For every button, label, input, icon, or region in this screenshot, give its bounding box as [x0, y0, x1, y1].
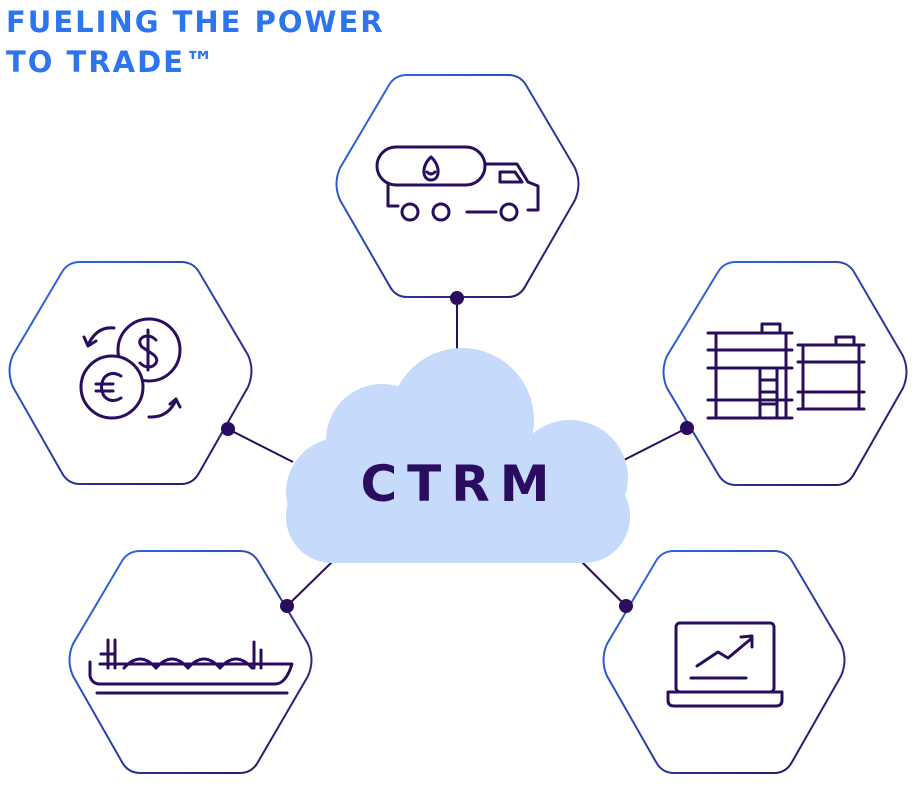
dot-left-upper — [221, 422, 235, 436]
ctrm-cloud — [286, 348, 630, 563]
tanker-ship-icon — [88, 638, 294, 695]
tanker-truck-icon — [375, 145, 540, 222]
dot-left-lower — [280, 599, 294, 613]
dot-right-lower — [619, 599, 633, 613]
hexagon-left-lower — [68, 550, 313, 774]
connector-left-lower — [286, 561, 333, 607]
laptop-chart-icon — [666, 621, 784, 708]
connector-right-upper — [619, 427, 688, 463]
headline: FUELING THE POWER TO TRADE™ — [6, 2, 385, 82]
storage-tanks-icon — [706, 322, 866, 420]
connector-dots — [221, 291, 694, 613]
connector-right-lower — [581, 561, 627, 607]
currency-exchange-icon — [79, 317, 182, 420]
headline-line-1: FUELING THE POWER — [6, 5, 385, 39]
connectors — [227, 298, 688, 607]
dot-right-upper — [680, 421, 694, 435]
headline-line-2: TO TRADE™ — [6, 45, 216, 79]
dot-top — [450, 291, 464, 305]
ctrm-label: CTRM — [360, 455, 559, 513]
connector-left-upper — [227, 428, 294, 463]
hexagon-right-lower — [602, 550, 846, 774]
